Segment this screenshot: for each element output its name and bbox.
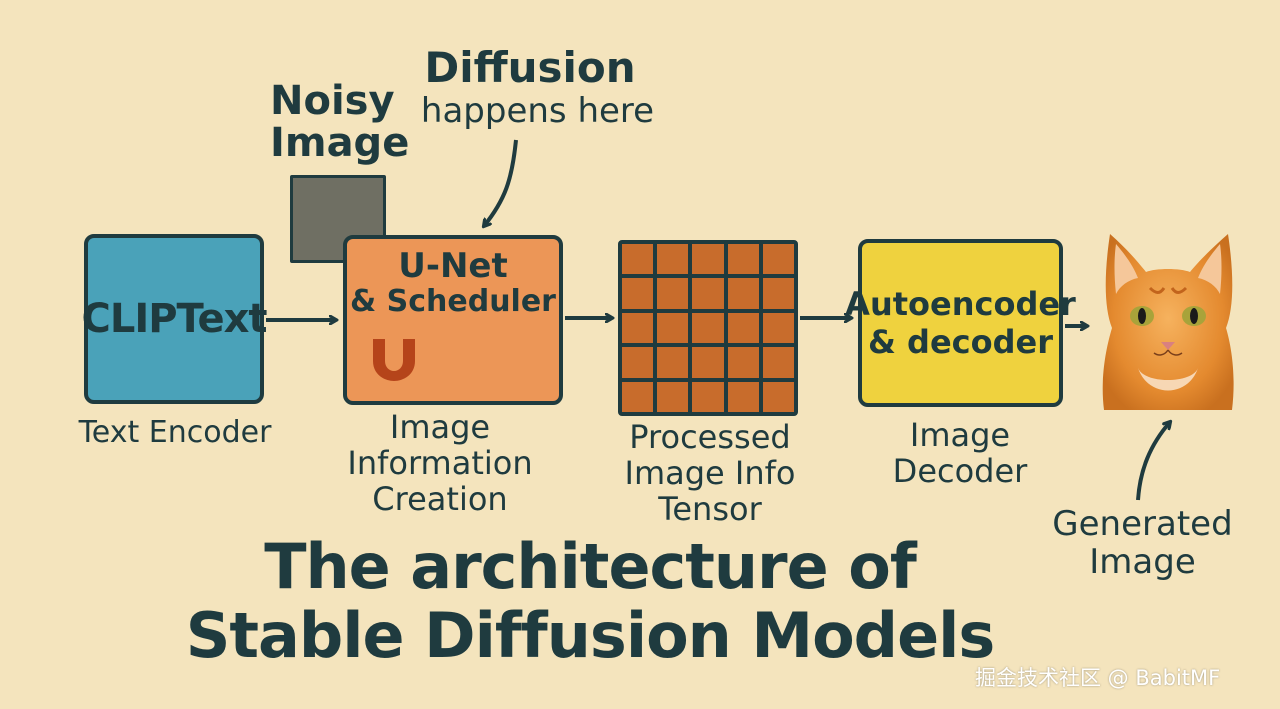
tensor-cell — [692, 244, 724, 275]
cliptext-box: CLIPText — [81, 234, 268, 404]
decoder-label: & decoder — [868, 323, 1053, 361]
tensor-cell — [657, 381, 689, 412]
tensor-cell — [727, 347, 759, 378]
tensor-cell — [727, 244, 759, 275]
unet-scheduler-box: U-Net & Scheduler — [343, 235, 563, 405]
noisy-image-caption: Noisy Image — [270, 78, 410, 166]
tensor-cell — [692, 312, 724, 344]
tensor-cell — [692, 347, 724, 378]
diagram-title: The architecture of Stable Diffusion Mod… — [185, 530, 996, 673]
text-encoder-caption: Text Encoder — [78, 415, 272, 450]
arrow-diffusion-note — [484, 139, 518, 226]
tensor-cell — [727, 278, 759, 309]
tensor-cell — [727, 312, 759, 344]
tensor-cell — [622, 244, 654, 275]
image-decoder-caption: Image Decoder — [892, 416, 1028, 490]
tensor-cell — [657, 347, 689, 378]
arrow-generated-image — [1136, 422, 1170, 501]
autoencoder-decoder-box: Autoencoder & decoder — [845, 239, 1076, 407]
tensor-cell — [762, 381, 794, 412]
tensor-cell — [657, 312, 689, 344]
cliptext-label: CLIPText — [81, 296, 267, 342]
tensor-cell — [622, 381, 654, 412]
generated-cat-image — [1102, 234, 1234, 410]
tensor-cell — [762, 347, 794, 378]
generated-image-caption: Generated Image — [1052, 504, 1233, 583]
tensor-cell — [622, 347, 654, 378]
diffusion-note-title: Diffusion — [424, 43, 636, 92]
scheduler-label: & Scheduler — [350, 283, 556, 319]
tensor-cell — [622, 278, 654, 309]
watermark: 掘金技术社区 @ BabitMF — [975, 666, 1221, 690]
diffusion-note-subtitle: happens here — [420, 91, 655, 131]
tensor-cell — [762, 278, 794, 309]
tensor-cell — [657, 244, 689, 275]
tensor-cell — [762, 312, 794, 344]
tensor-cell — [762, 244, 794, 275]
tensor-cell — [657, 278, 689, 309]
unet-label: U-Net — [398, 246, 508, 286]
unet-u-icon — [373, 339, 415, 381]
tensor-cell — [692, 278, 724, 309]
image-information-creation-caption: Image Information Creation — [347, 408, 533, 518]
processed-tensor-grid — [618, 240, 798, 416]
tensor-cell — [692, 381, 724, 412]
tensor-cell — [727, 381, 759, 412]
autoencoder-label: Autoencoder — [845, 284, 1076, 323]
tensor-cell — [622, 312, 654, 344]
processed-image-info-tensor-caption: Processed Image Info Tensor — [624, 418, 796, 528]
